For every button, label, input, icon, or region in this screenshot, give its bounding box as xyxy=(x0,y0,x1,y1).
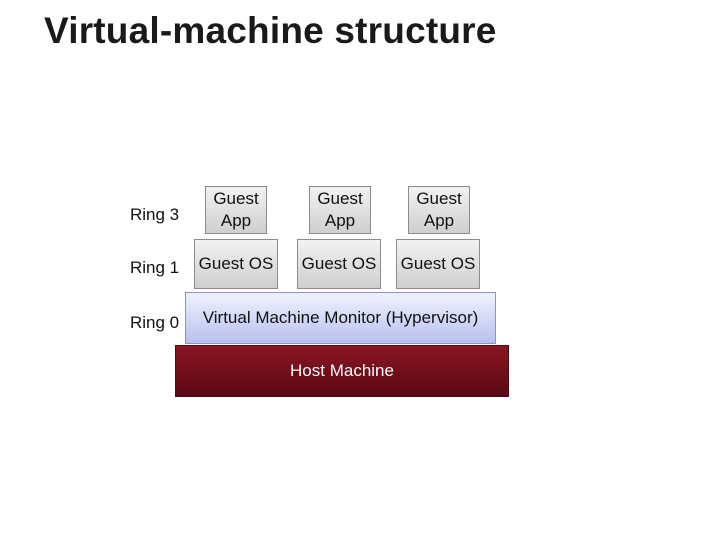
host-machine-box: Host Machine xyxy=(175,345,509,397)
hypervisor-box: Virtual Machine Monitor (Hypervisor) xyxy=(185,292,496,344)
guest-os-box-1: Guest OS xyxy=(194,239,278,289)
guest-app-box-3: Guest App xyxy=(408,186,470,234)
guest-os-box-3: Guest OS xyxy=(396,239,480,289)
guest-app-box-1: Guest App xyxy=(205,186,267,234)
ring-0-label: Ring 0 xyxy=(130,313,180,332)
guest-app-box-2: Guest App xyxy=(309,186,371,234)
ring-3-label: Ring 3 xyxy=(130,205,180,224)
page-title: Virtual-machine structure xyxy=(44,10,497,51)
ring-1-label: Ring 1 xyxy=(130,258,180,277)
guest-os-box-2: Guest OS xyxy=(297,239,381,289)
